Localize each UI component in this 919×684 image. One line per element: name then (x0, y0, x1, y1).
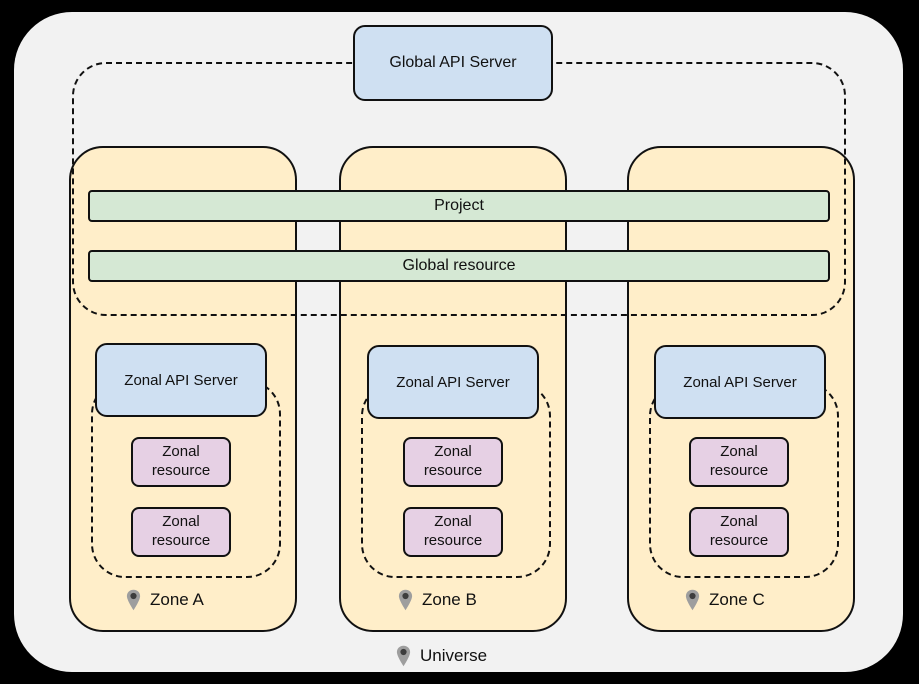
global-bar-project: Project (88, 190, 830, 222)
map-pin-icon (398, 589, 413, 611)
universe-label: Universe (396, 645, 487, 667)
zone-label-a: Zone A (126, 589, 204, 611)
zone-label-text-b: Zone B (422, 590, 477, 609)
zone-label-text-a: Zone A (150, 590, 204, 609)
zonal-api-server-label-b: Zonal API Server (396, 373, 510, 391)
zonal-resource-line2-c1: resource (709, 462, 769, 479)
global-bar-project-label: Project (434, 197, 484, 214)
global-api-server-node: Global API Server (353, 25, 553, 101)
zonal-resource-node-a1: Zonal resource (131, 437, 231, 487)
map-pin-icon (126, 589, 141, 611)
map-pin-icon (685, 589, 700, 611)
zonal-resource-line1-c1: Zonal (720, 443, 758, 461)
zonal-api-server-node-a: Zonal API Server (95, 343, 267, 417)
map-pin-icon (396, 645, 411, 667)
zonal-api-server-label-c: Zonal API Server (683, 373, 797, 391)
zonal-resource-line1-b1: Zonal (434, 443, 472, 461)
zonal-resource-line2-b2: resource (423, 532, 483, 549)
zone-label-c: Zone C (685, 589, 765, 611)
zone-label-b: Zone B (398, 589, 477, 611)
zonal-resource-node-a2: Zonal resource (131, 507, 231, 557)
zonal-api-server-node-c: Zonal API Server (654, 345, 826, 419)
zonal-resource-line1-b2: Zonal (434, 513, 472, 531)
zonal-resource-line1-a2: Zonal (162, 513, 200, 531)
global-bar-global-resource: Global resource (88, 250, 830, 282)
zonal-resource-line2-b1: resource (423, 462, 483, 479)
zonal-resource-node-c1: Zonal resource (689, 437, 789, 487)
zonal-api-server-node-b: Zonal API Server (367, 345, 539, 419)
zonal-resource-node-b2: Zonal resource (403, 507, 503, 557)
zone-label-text-c: Zone C (709, 590, 765, 609)
zonal-resource-line2-a2: resource (151, 532, 211, 549)
global-bar-global-resource-label: Global resource (402, 257, 516, 274)
universe-label-text: Universe (420, 646, 488, 665)
zonal-resource-line1-a1: Zonal (162, 443, 200, 461)
zonal-resource-node-b1: Zonal resource (403, 437, 503, 487)
global-api-server-label: Global API Server (389, 54, 517, 71)
zonal-resource-line2-a1: resource (151, 462, 211, 479)
zonal-resource-line1-c2: Zonal (720, 513, 758, 531)
zonal-resource-node-c2: Zonal resource (689, 507, 789, 557)
zonal-resource-line2-c2: resource (709, 532, 769, 549)
zonal-api-server-label-a: Zonal API Server (124, 371, 238, 389)
